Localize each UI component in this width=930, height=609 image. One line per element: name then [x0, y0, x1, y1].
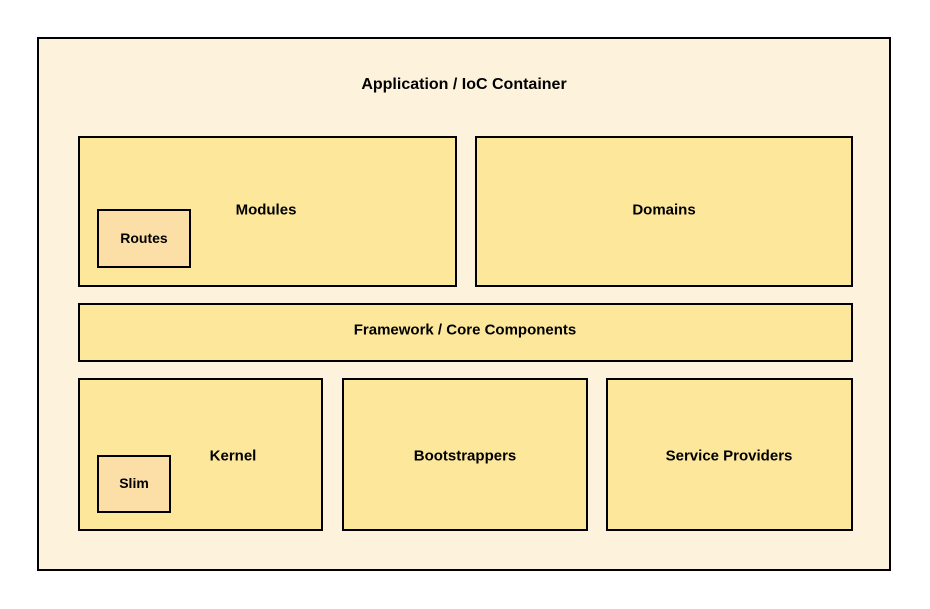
slim-box[interactable]	[97, 455, 171, 513]
slim-box-label: Slim	[119, 475, 149, 491]
kernel-panel-label: Kernel	[209, 447, 257, 465]
routes-box[interactable]	[97, 209, 191, 268]
domains-panel[interactable]	[475, 136, 853, 287]
application-ioc-container-title: Application / IoC Container	[361, 76, 567, 93]
bootstrappers-panel[interactable]	[342, 378, 588, 531]
bootstrappers-panel-label: Bootstrappers	[413, 447, 517, 465]
service-providers-panel[interactable]	[606, 378, 853, 531]
domains-panel-label: Domains	[632, 201, 696, 219]
service-providers-panel-label: Service Providers	[665, 447, 793, 465]
routes-box-label: Routes	[120, 230, 168, 246]
framework-core-components-panel[interactable]	[78, 303, 853, 362]
modules-panel-label: Modules	[235, 201, 297, 219]
framework-core-components-label: Framework / Core Components	[353, 321, 577, 339]
